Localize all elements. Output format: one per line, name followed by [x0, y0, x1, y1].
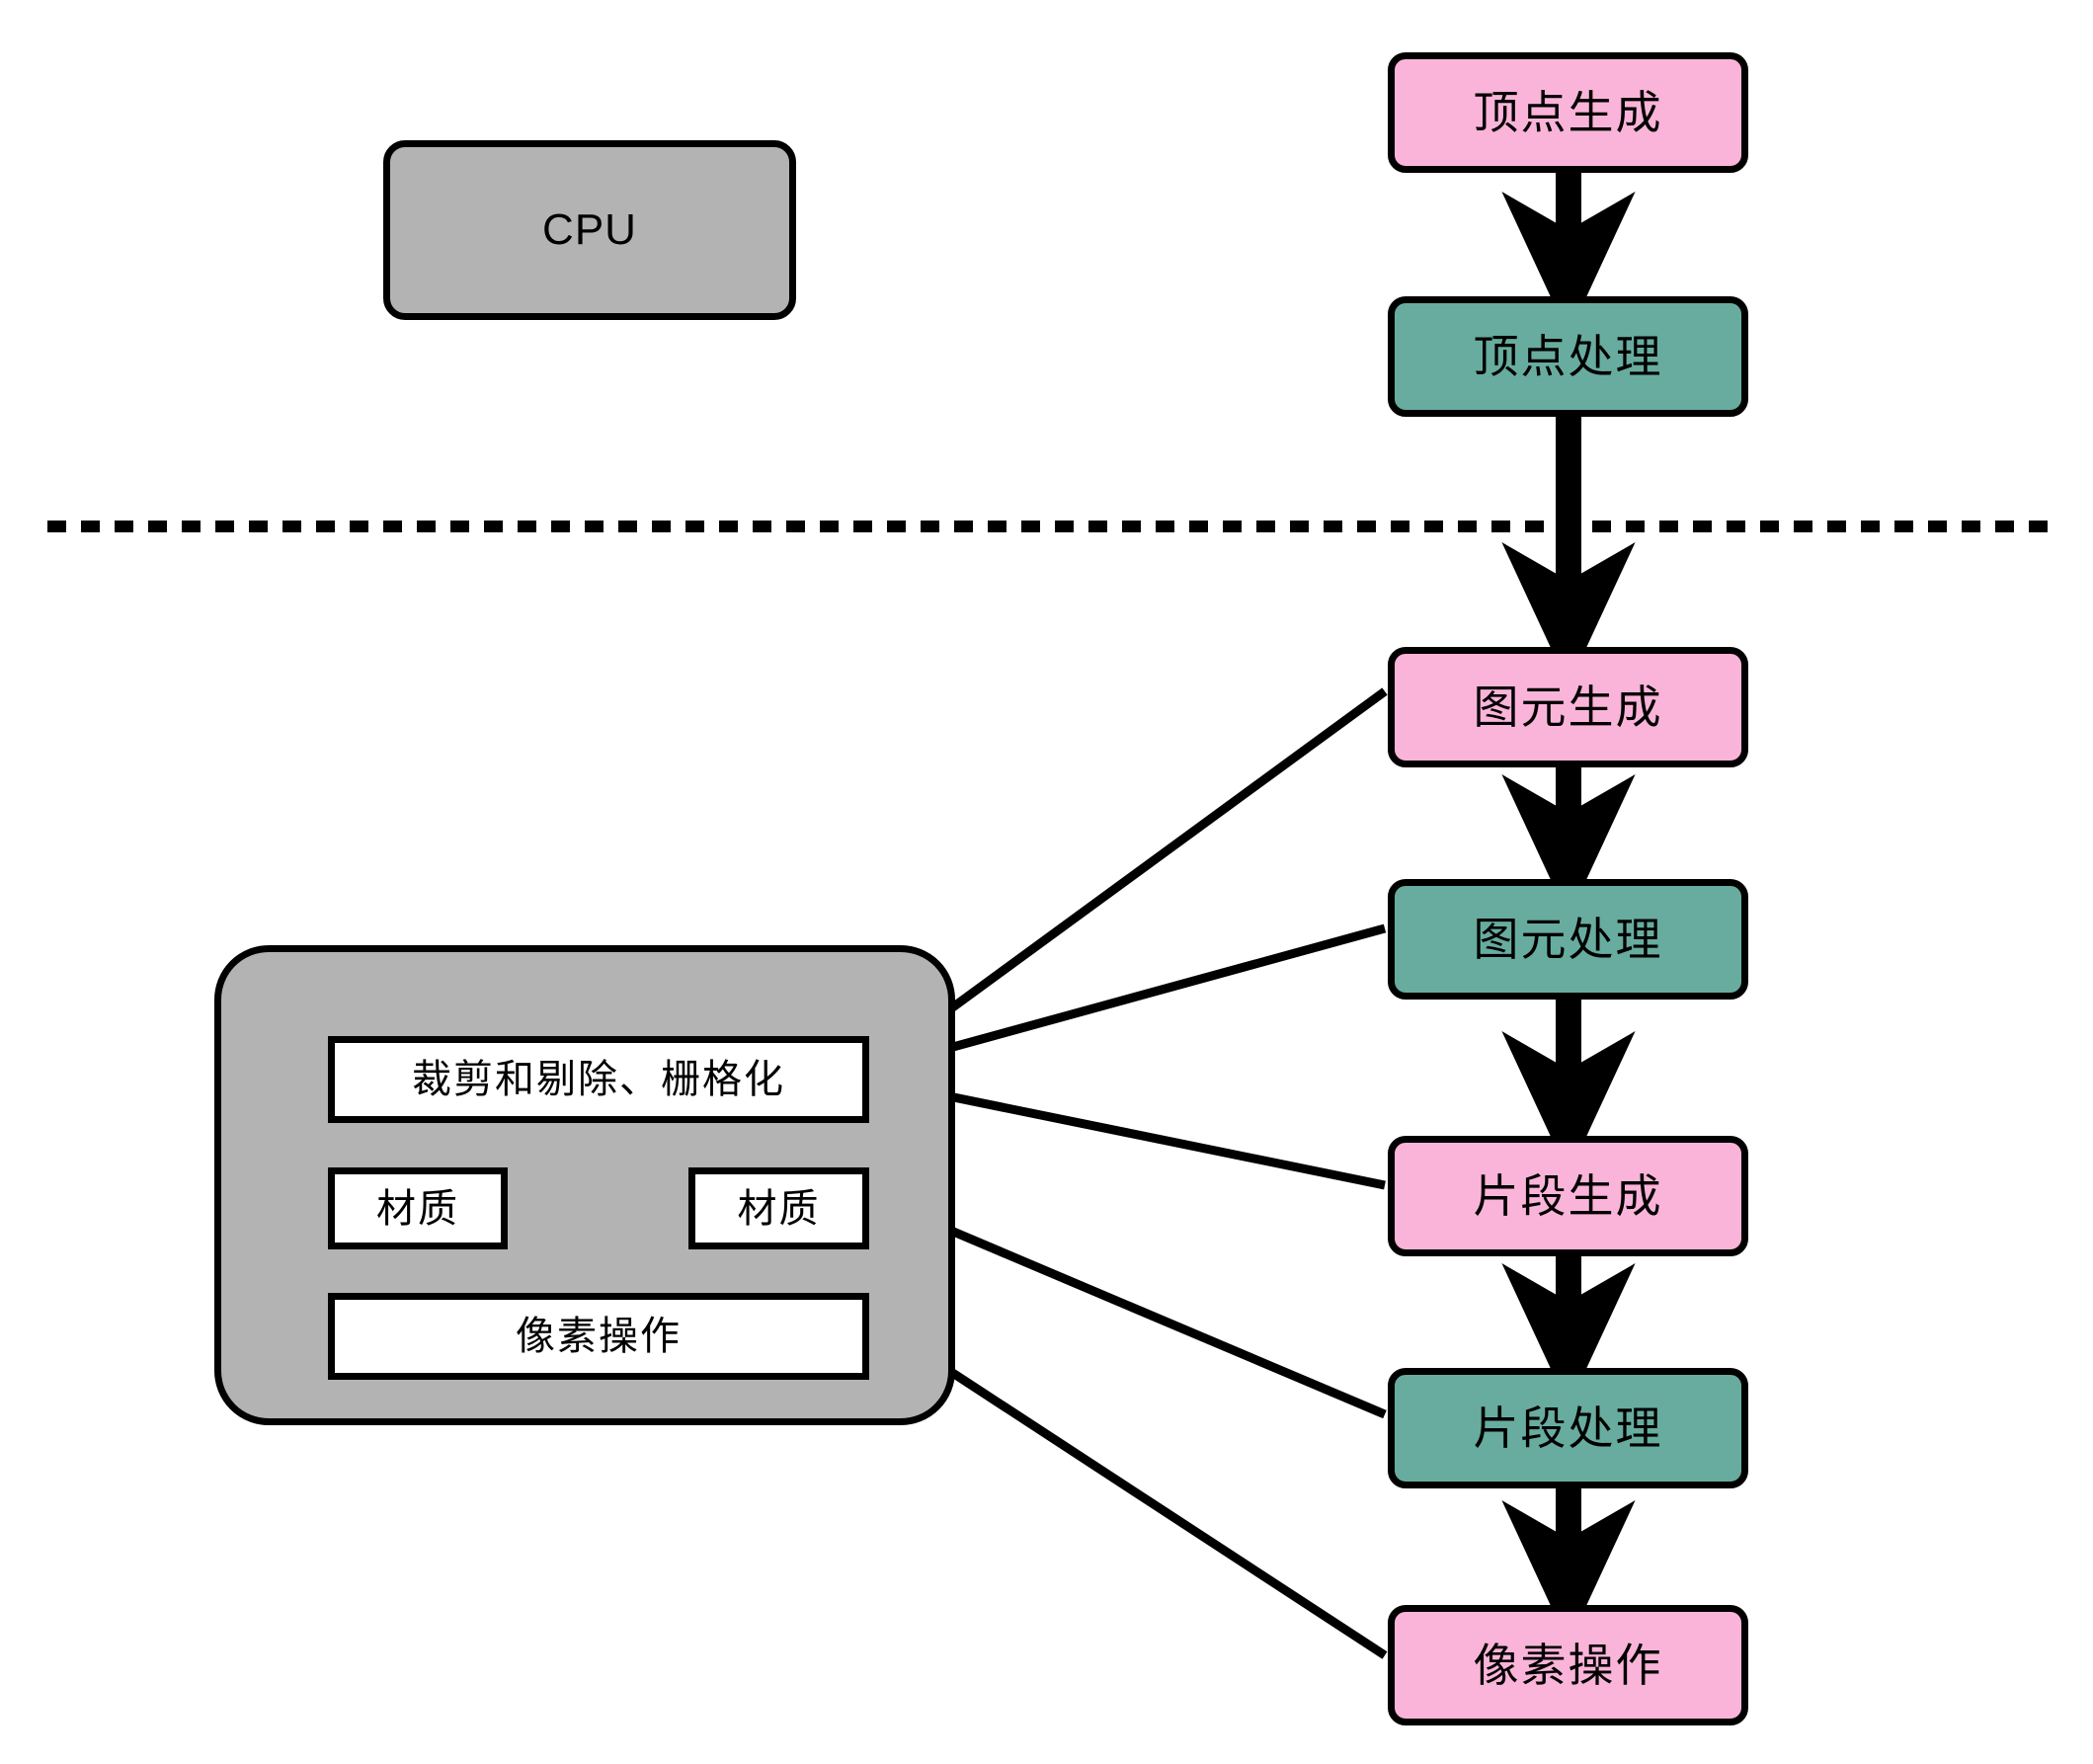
pipeline-stage-vertex-generation[interactable]: 顶点生成: [1388, 52, 1748, 173]
cpu-block[interactable]: CPU: [383, 140, 796, 320]
gpu-container[interactable]: 裁剪和剔除、栅格化 材质 材质 像素操作: [214, 945, 955, 1425]
gpu-block-pixel-operations-label: 像素操作: [516, 1315, 682, 1358]
cpu-gpu-divider: [47, 521, 2051, 532]
pipeline-stage-vertex-processing[interactable]: 顶点处理: [1388, 296, 1748, 417]
gpu-block-rasterization[interactable]: 裁剪和剔除、栅格化: [328, 1036, 869, 1123]
arrow-prim-gen-to-rasterization: [857, 687, 1388, 1078]
gpu-block-pixel-operations[interactable]: 像素操作: [328, 1293, 869, 1380]
gpu-block-rasterization-label: 裁剪和剔除、栅格化: [412, 1058, 785, 1101]
pipeline-stage-fragment-generation-label: 片段生成: [1473, 1170, 1663, 1222]
pipeline-stage-primitive-generation-label: 图元生成: [1473, 682, 1663, 733]
pipeline-stage-vertex-processing-label: 顶点处理: [1473, 331, 1663, 382]
pipeline-stage-fragment-generation[interactable]: 片段生成: [1388, 1136, 1748, 1256]
pipeline-stage-pixel-operations-label: 像素操作: [1473, 1640, 1663, 1691]
gpu-block-texture-left[interactable]: 材质: [328, 1167, 508, 1249]
gpu-block-texture-left-label: 材质: [376, 1186, 459, 1231]
pipeline-stage-primitive-generation[interactable]: 图元生成: [1388, 647, 1748, 767]
gpu-block-texture-right-label: 材质: [737, 1186, 821, 1231]
arrow-frag-proc-to-texture-right: [853, 1186, 1387, 1419]
pipeline-stage-fragment-processing-label: 片段处理: [1473, 1403, 1663, 1454]
gpu-block-texture-right[interactable]: 材质: [688, 1167, 869, 1249]
pipeline-stage-pixel-operations[interactable]: 像素操作: [1388, 1605, 1748, 1725]
pipeline-stage-vertex-generation-label: 顶点生成: [1473, 87, 1663, 138]
pipeline-stage-primitive-processing-label: 图元处理: [1473, 914, 1663, 965]
cpu-label: CPU: [542, 205, 637, 254]
arrow-prim-proc-to-rasterization: [852, 923, 1387, 1086]
arrow-frag-gen-to-rasterization: [851, 1061, 1386, 1190]
pipeline-stage-primitive-processing[interactable]: 图元处理: [1388, 879, 1748, 1000]
pipeline-stage-fragment-processing[interactable]: 片段处理: [1388, 1368, 1748, 1488]
